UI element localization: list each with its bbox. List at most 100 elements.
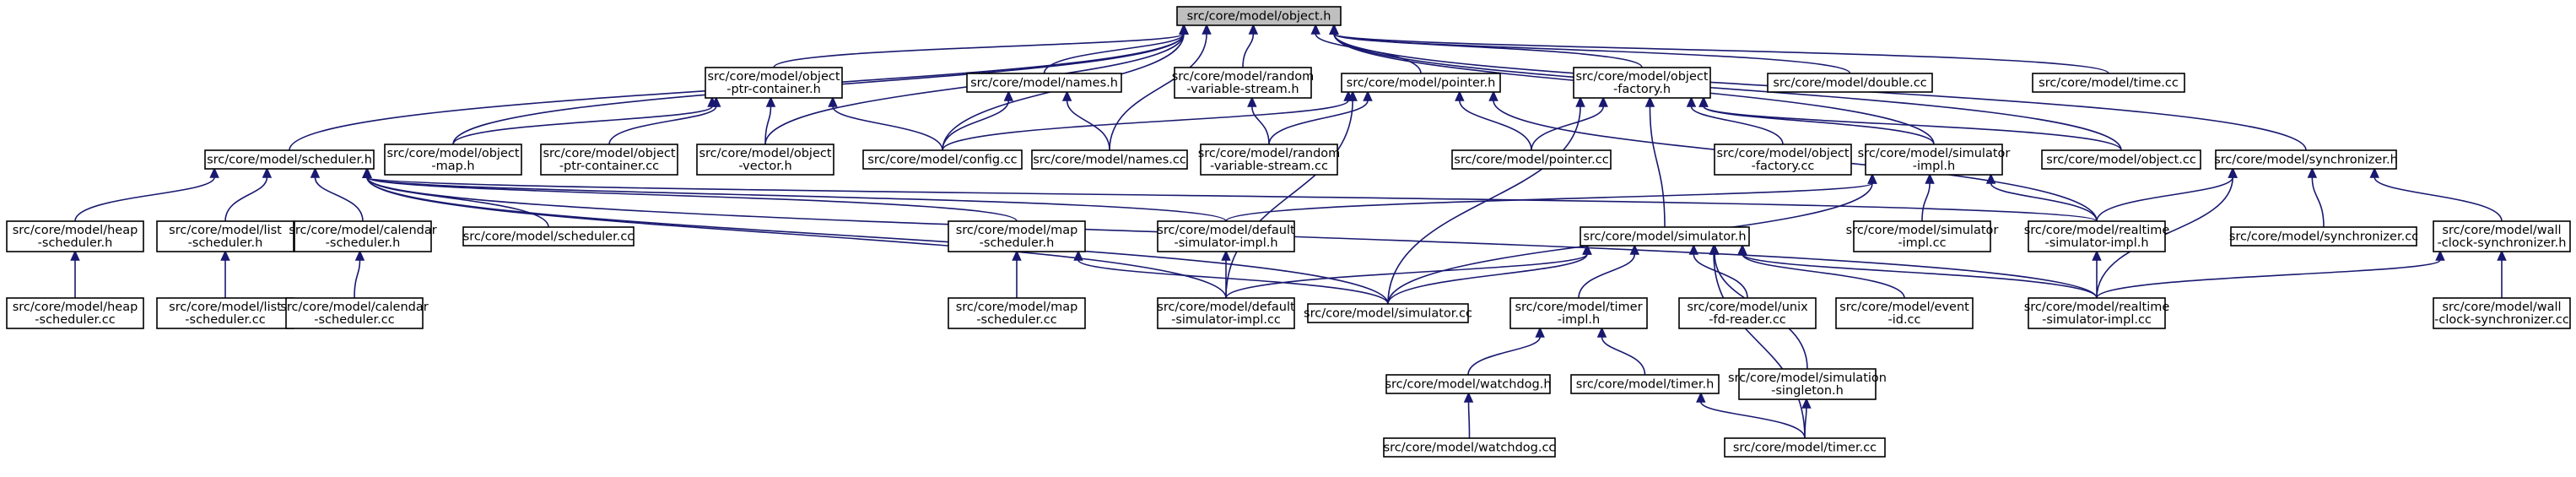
node-heap-scheduler-h[interactable]: src/core/model/heap-scheduler.h: [6, 220, 144, 252]
node-label: src/core/model/random: [1198, 147, 1341, 160]
node-label: -scheduler.cc: [976, 313, 1056, 327]
node-label: src/core/model/names.h: [970, 77, 1118, 90]
node-label: src/core/model/synchronizer.cc: [2229, 230, 2418, 244]
node-time-cc[interactable]: src/core/model/time.cc: [2032, 73, 2185, 93]
node-random-variable-stream-h[interactable]: src/core/model/random-variable-stream.h: [1172, 67, 1315, 99]
node-label: src/core/model/heap: [13, 224, 138, 237]
node-label: src/core/model/random: [1172, 70, 1315, 84]
node-label: src/core/model/map: [956, 224, 1078, 237]
node-label: -singleton.h: [1771, 384, 1844, 398]
node-label: src/core/model/unix: [1687, 301, 1808, 314]
node-label: -impl.cc: [1898, 236, 1946, 250]
node-watchdog-h[interactable]: src/core/model/watchdog.h: [1385, 374, 1552, 394]
node-label: -variable-stream.cc: [1210, 160, 1328, 173]
node-label: src/core/model/simulation: [1728, 371, 1887, 385]
node-box: [294, 220, 432, 252]
node-label: src/core/model/list: [169, 301, 282, 314]
node-event-id-cc[interactable]: src/core/model/event-id.cc: [1835, 297, 1974, 329]
node-label: src/core/model/object: [1575, 70, 1708, 84]
node-label: src/core/model/pointer.cc: [1454, 154, 1608, 167]
edge-pointer-cc-to-pointer-h: [1455, 90, 1532, 151]
edge-map-scheduler-cc-to-map-scheduler-h: [1012, 250, 1022, 299]
node-object-ptr-container-h[interactable]: src/core/model/object-ptr-container.h: [705, 67, 843, 99]
node-object-factory-h[interactable]: src/core/model/object-factory.h: [1573, 67, 1711, 99]
node-box: [1738, 368, 1877, 400]
node-pointer-h[interactable]: src/core/model/pointer.h: [1341, 73, 1501, 93]
node-label: src/core/model/scheduler.cc: [463, 230, 635, 244]
node-config-cc[interactable]: src/core/model/config.cc: [862, 149, 1023, 170]
node-timer-h[interactable]: src/core/model/timer.h: [1570, 374, 1720, 394]
edge-list-scheduler-h-to-scheduler-h: [224, 167, 273, 222]
node-wall-clock-synchronizer-h[interactable]: src/core/model/wall-clock-synchronizer.h: [2433, 220, 2571, 252]
node-label: -clock-synchronizer.h: [2438, 236, 2567, 250]
node-object-factory-cc[interactable]: src/core/model/object-factory.cc: [1714, 144, 1852, 176]
node-scheduler-cc[interactable]: src/core/model/scheduler.cc: [462, 226, 635, 247]
node-realtime-simulator-impl-cc[interactable]: src/core/model/realtime-simulator-impl.c…: [2024, 297, 2170, 329]
node-label: src/core/model/config.cc: [867, 154, 1017, 167]
node-box: [948, 220, 1086, 252]
node-label: src/core/model/simulator: [1846, 224, 1999, 237]
node-label: -simulator-impl.h: [1174, 236, 1277, 250]
node-names-cc[interactable]: src/core/model/names.cc: [1031, 149, 1188, 170]
node-label: -impl.h: [1913, 160, 1955, 173]
edge-default-simulator-impl-cc-to-pointer-h: [1225, 90, 1358, 299]
node-simulator-impl-cc[interactable]: src/core/model/simulator-impl.cc: [1846, 220, 1999, 252]
node-watchdog-cc[interactable]: src/core/model/watchdog.cc: [1383, 437, 1556, 458]
node-realtime-simulator-impl-h[interactable]: src/core/model/realtime-simulator-impl.h: [2024, 220, 2170, 252]
node-unix-fd-reader-cc[interactable]: src/core/model/unix-fd-reader.cc: [1678, 297, 1817, 329]
node-label: src/core/model/watchdog.h: [1385, 378, 1551, 392]
node-label: -scheduler.cc: [314, 313, 394, 327]
node-label: -scheduler.cc: [35, 313, 115, 327]
node-heap-scheduler-cc[interactable]: src/core/model/heap-scheduler.cc: [6, 297, 144, 329]
edge-timer-cc-to-timer-h: [1696, 392, 1806, 439]
node-label: src/core/model/timer.cc: [1733, 442, 1877, 455]
node-label: -vector.h: [738, 160, 791, 173]
node-double-cc[interactable]: src/core/model/double.cc: [1767, 73, 1933, 93]
node-box: [1385, 374, 1551, 394]
node-simulator-cc[interactable]: src/core/model/simulator.cc: [1304, 303, 1472, 323]
node-map-scheduler-cc[interactable]: src/core/model/map-scheduler.cc: [948, 297, 1086, 329]
node-synchronizer-cc[interactable]: src/core/model/synchronizer.cc: [2229, 226, 2418, 247]
node-box: [1200, 144, 1338, 176]
node-label: src/core/model/object.h: [1187, 10, 1331, 24]
node-object-vector-h[interactable]: src/core/model/object-vector.h: [696, 144, 834, 176]
node-list-scheduler-cc[interactable]: src/core/model/list-scheduler.cc: [156, 297, 294, 329]
node-box: [1157, 297, 1295, 329]
edge-config-cc-to-names-h: [942, 90, 1014, 151]
node-calendar-scheduler-cc[interactable]: src/core/model/calendar-scheduler.cc: [280, 297, 429, 329]
node-simulation-singleton-h[interactable]: src/core/model/simulation-singleton.h: [1728, 368, 1887, 400]
edge-object-factory-cc-to-object-factory-h: [1686, 96, 1784, 145]
node-label: src/core/model/object: [543, 147, 675, 160]
node-synchronizer-h[interactable]: src/core/model/synchronizer.h: [2214, 149, 2398, 170]
node-names-h[interactable]: src/core/model/names.h: [966, 73, 1122, 93]
node-default-simulator-impl-cc[interactable]: src/core/model/default-simulator-impl.cc: [1157, 297, 1295, 329]
node-random-variable-stream-cc[interactable]: src/core/model/random-variable-stream.cc: [1198, 144, 1341, 176]
edge-object-ptr-container-h-to-object-h: [773, 24, 1189, 68]
node-label: src/core/model/object: [386, 147, 519, 160]
node-object-map-h[interactable]: src/core/model/object-map.h: [384, 144, 522, 176]
node-scheduler-h[interactable]: src/core/model/scheduler.h: [204, 149, 375, 170]
node-box: [2230, 226, 2417, 247]
edge-object-cc-to-object-factory-h: [1698, 96, 2122, 151]
node-box: [696, 144, 834, 176]
node-label: -impl.h: [1558, 313, 1600, 327]
node-timer-impl-h[interactable]: src/core/model/timer-impl.h: [1509, 297, 1648, 329]
node-object-ptr-container-cc[interactable]: src/core/model/object-ptr-container.cc: [540, 144, 678, 176]
node-wall-clock-synchronizer-cc[interactable]: src/core/model/wall-clock-synchronizer.c…: [2433, 297, 2571, 329]
node-map-scheduler-h[interactable]: src/core/model/map-scheduler.h: [948, 220, 1086, 252]
node-label: src/core/model/time.cc: [2039, 77, 2179, 90]
node-box: [1714, 144, 1852, 176]
node-simulator-impl-h[interactable]: src/core/model/simulator-impl.h: [1858, 144, 2011, 176]
node-box: [2433, 297, 2571, 329]
node-pointer-cc[interactable]: src/core/model/pointer.cc: [1451, 149, 1612, 170]
node-label: src/core/model/heap: [13, 301, 138, 314]
node-calendar-scheduler-h[interactable]: src/core/model/calendar-scheduler.h: [289, 220, 437, 252]
node-default-simulator-impl-h[interactable]: src/core/model/default-simulator-impl.h: [1157, 220, 1295, 252]
node-object-cc[interactable]: src/core/model/object.cc: [2041, 149, 2201, 170]
node-timer-cc[interactable]: src/core/model/timer.cc: [1724, 437, 1886, 458]
node-list-scheduler-h[interactable]: src/core/model/list-scheduler.h: [156, 220, 294, 252]
edge-realtime-simulator-impl-h-to-scheduler-h: [362, 167, 2098, 222]
node-simulator-h[interactable]: src/core/model/simulator.h: [1580, 226, 1750, 247]
edge-heap-scheduler-cc-to-heap-scheduler-h: [70, 250, 80, 298]
node-object-h[interactable]: src/core/model/object.h: [1176, 6, 1342, 26]
